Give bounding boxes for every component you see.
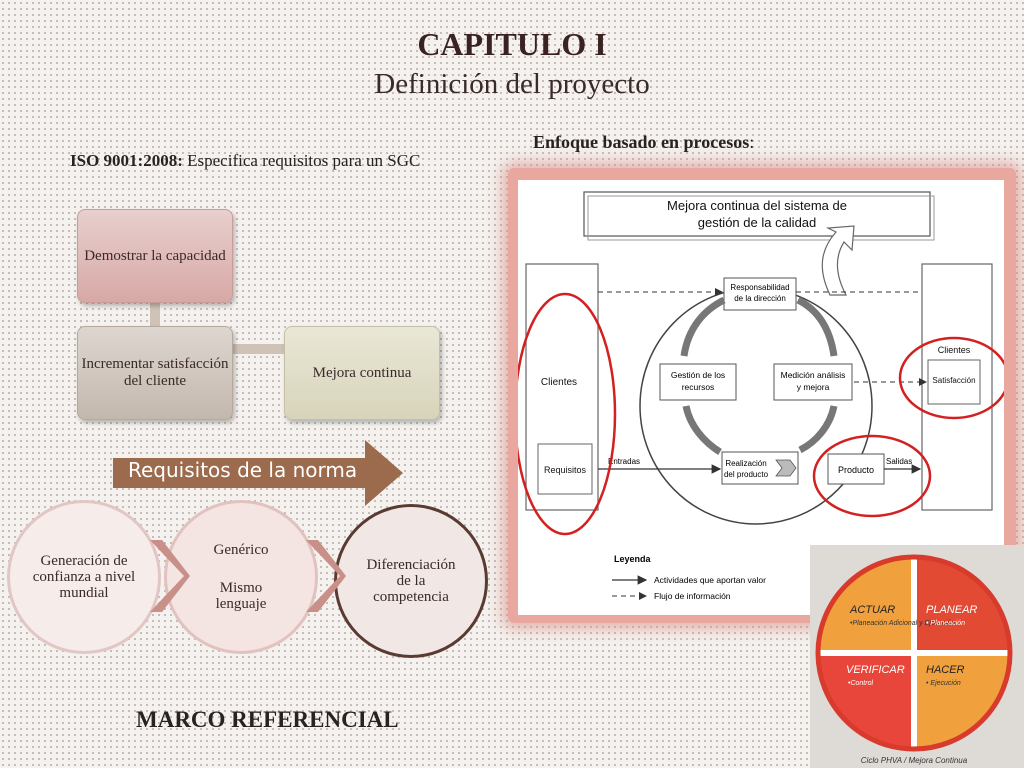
phva-hacer-quadrant [914,653,1010,749]
satisfaction-box [927,359,981,405]
chevron-right-icon [150,540,190,612]
requirements-box [537,443,593,495]
measurement-line2: y mejora [797,382,830,392]
measurement-box [773,363,853,401]
phva-verificar-sub: •Control [848,680,873,687]
cycle-arrow-bottom-right [798,405,838,454]
inputs-label: Entradas [608,457,640,466]
cycle-arrow-top-right [796,296,838,357]
resources-line1: Gestión de los [671,370,725,380]
legend-title: Leyenda [614,554,652,564]
measurement-line1: Medición análisis [781,370,846,380]
requirements-arrow [113,440,403,506]
responsibility-box [723,277,797,311]
connector-vertical [150,300,160,328]
phva-rim [815,554,1013,752]
phva-verificar-quadrant [818,653,914,749]
benefit-circle-trust: Generación de confianza a nivel mundial [7,500,161,654]
requirements-box-label: Requisitos [544,465,587,475]
legend-item2: Flujo de información [654,591,731,601]
top-box-line2: gestión de la calidad [698,215,817,230]
goal-box-continuous-improvement: Mejora continua [284,326,440,420]
cycle-arrow-bottom-left [682,405,722,455]
iso-description: ISO 9001:2008: Especifica requisitos par… [70,150,470,171]
outputs-label: Salidas [886,457,912,466]
cycle-arrow-top-left [680,296,726,357]
goal-box-satisfaction: Incrementar satisfacción del cliente [77,326,233,420]
phva-verificar-label: VERIFICAR [846,664,905,676]
responsibility-line1: Responsabilidad [730,283,789,292]
phva-planear-quadrant [914,557,1010,653]
left-clients-label: Clientes [541,377,577,388]
benefit-generic-text: Genérico [213,542,269,558]
benefit-circle-differentiation: Diferenciación de la competencia [334,504,488,658]
resources-line2: recursos [682,382,715,392]
process-model-diagram: Mejora continua del sistema de gestión d… [518,191,1004,601]
realization-line2: del producto [724,470,769,479]
phva-hacer-label: HACER [926,664,965,676]
top-box-line1: Mejora continua del sistema de [667,198,847,213]
legend-item1: Actividades que aportan valor [654,575,766,585]
highlight-satisfaction [898,336,1004,420]
resources-box [659,363,737,401]
phva-actuar-sub: •Planeación Adicional y Ejecución [850,620,955,627]
realization-line1: Realización [725,459,766,468]
connector-horizontal [230,344,286,354]
phva-hacer-sub: • Ejecución [926,680,961,687]
benefit-language-text: Mismo lenguaje [215,580,267,612]
product-label: Producto [838,465,874,475]
phva-caption: Ciclo PHVA / Mejora Continua [861,756,968,765]
realization-chevron-icon [775,459,797,477]
chapter-title: CAPITULO I [417,26,607,62]
phva-actuar-quadrant [818,557,914,653]
top-box-shadow [587,195,935,241]
benefit-trust-text: Generación de confianza a nivel mundial [32,553,136,601]
phva-actuar-label: ACTUAR [849,604,895,616]
requirements-label: Requisitos de la norma [128,458,358,482]
satisfaction-box-label: Satisfacción [932,376,975,385]
process-approach-heading: Enfoque basado en procesos: [533,132,754,153]
process-cycle-ellipse [639,287,873,525]
right-clients-label: Clientes [938,345,971,355]
benefit-differentiation-text: Diferenciación de la competencia [366,557,456,605]
improvement-arrow [821,225,855,296]
chapter-subtitle: Definición del proyecto [374,68,650,100]
chevron-right-icon [306,540,346,612]
highlight-product [812,434,932,518]
goal-box-demonstrate: Demostrar la capacidad [77,209,233,303]
phva-planear-sub: • Planeación [926,620,965,627]
top-improvement-box [583,191,931,237]
heading-colon: : [749,132,755,152]
phva-cycle-diagram: ACTUAR •Planeación Adicional y Ejecución… [815,554,1013,765]
highlight-left-clients [518,292,617,536]
iso-standard-label: ISO 9001:2008: [70,151,183,170]
iso-standard-text: Especifica requisitos para un SGC [182,151,421,170]
benefit-circle-generic: Genérico Mismo lenguaje [164,500,318,654]
section-footer: MARCO REFERENCIAL [136,707,399,732]
process-approach-title: Enfoque basado en procesos [533,132,750,152]
phva-planear-label: PLANEAR [926,604,977,616]
responsibility-line2: de la dirección [734,294,786,303]
